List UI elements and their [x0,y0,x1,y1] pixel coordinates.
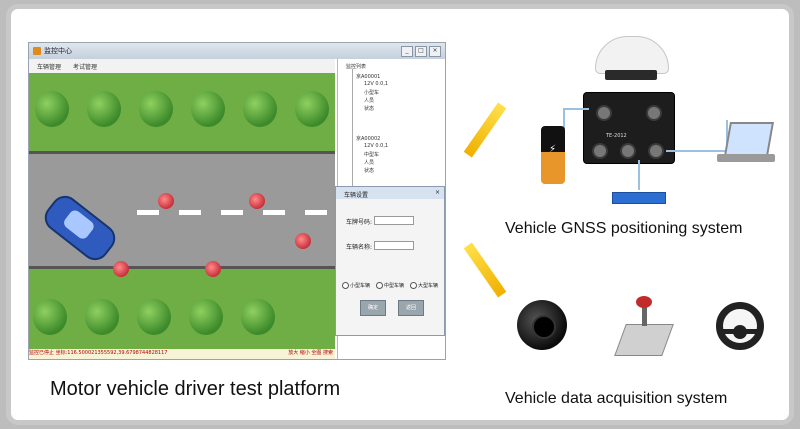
cone-icon [249,193,265,209]
network-switch-icon [612,192,666,204]
acquisition-caption: Vehicle data acquisition system [505,390,728,407]
tree-icon [87,91,121,127]
car-windshield [61,208,97,242]
tree-node-detail[interactable]: 状态 [364,106,375,112]
grass-top [29,73,335,151]
tree-icon [139,91,173,127]
cable [563,108,589,130]
cone-icon [295,233,311,249]
lane-dash [137,210,159,215]
app-icon [33,47,41,55]
tree-node-detail[interactable]: 12V 0.0,1 [364,81,389,87]
status-bar: 监控已停止 坐标:116.500021355592,39.67987448281… [29,349,335,359]
vehicle-name-input[interactable] [374,241,414,250]
tree-icon [35,91,69,127]
gnss-receiver-label: TE-2012 [606,133,627,139]
close-button[interactable]: × [429,46,441,57]
tree-icon [191,91,225,127]
port-icon [646,105,662,121]
cable [666,120,728,152]
vehicle-settings-dialog: 车辆设置 × 车牌号码: 车辆名称: 小型车辆 中型车辆 大型车辆 确定 返回 [335,186,445,336]
gnss-caption: Vehicle GNSS positioning system [505,220,743,237]
dialog-titlebar: 车辆设置 × [336,187,444,199]
tree-root[interactable]: 监控列表 [346,64,367,70]
gear-shifter-icon [614,296,674,356]
port-icon [648,143,664,159]
radio-small-vehicle[interactable]: 小型车辆 [342,282,370,289]
lane-dash [179,210,201,215]
tree-node-detail[interactable]: 人员 [364,98,375,104]
cancel-button[interactable]: 返回 [398,300,424,316]
status-text: 监控已停止 坐标:116.500021355592,39.67987448281… [29,350,168,356]
antenna-base [605,70,657,80]
laptop-base [717,154,775,162]
grass-bottom [29,269,335,349]
dialog-close-button[interactable]: × [434,189,440,196]
lane-dash [305,210,327,215]
tree-icon [137,299,171,335]
tree-node-vehicle[interactable]: 京A00002 [356,136,381,142]
tree-node-detail[interactable]: 中型车 [364,152,380,158]
laptop-icon [724,122,774,156]
plate-input[interactable] [374,216,414,225]
cone-icon [158,193,174,209]
menu-vehicle-management[interactable]: 车辆管理 [37,64,62,71]
tree-icon [33,299,67,335]
tree-node-detail[interactable]: 状态 [364,168,375,174]
menu-bar: 车辆管理 考试管理 [29,59,335,73]
cone-icon [205,261,221,277]
window-titlebar: 监控中心 _ □ × [29,43,445,59]
cone-icon [113,261,129,277]
window-title: 监控中心 [44,47,72,55]
tree-icon [241,299,275,335]
gnss-receiver-icon: TE-2012 [583,92,675,164]
port-icon [596,105,612,121]
tree-node-detail[interactable]: 12V 0.0,1 [364,143,389,149]
ok-button[interactable]: 确定 [360,300,386,316]
cable [630,160,640,190]
radio-large-vehicle[interactable]: 大型车辆 [410,282,438,289]
tree-icon [189,299,223,335]
lane-dash [263,210,285,215]
plate-label: 车牌号码: [346,219,373,226]
tree-node-vehicle[interactable]: 京A00001 [356,74,381,80]
camera-icon [517,300,567,350]
tree-icon [85,299,119,335]
port-icon [620,143,636,159]
tree-node-detail[interactable]: 人员 [364,160,375,166]
maximize-button[interactable]: □ [415,46,427,57]
radio-medium-vehicle[interactable]: 中型车辆 [376,282,404,289]
menu-exam-management[interactable]: 考试管理 [73,64,98,71]
tree-icon [295,91,329,127]
tree-icon [243,91,277,127]
steering-wheel-icon [716,302,764,350]
vehicle-name-label: 车辆名称: [346,244,373,251]
port-icon [592,143,608,159]
status-tools[interactable]: 放大 缩小 全图 搜索 [288,350,333,356]
dialog-title: 车辆设置 [344,192,369,199]
driving-simulation-canvas[interactable] [29,73,335,349]
minimize-button[interactable]: _ [401,46,413,57]
tree-node-detail[interactable]: 小型车 [364,90,380,96]
battery-icon: ⚡ [541,126,565,184]
platform-caption: Motor vehicle driver test platform [50,378,341,400]
lane-dash [221,210,243,215]
